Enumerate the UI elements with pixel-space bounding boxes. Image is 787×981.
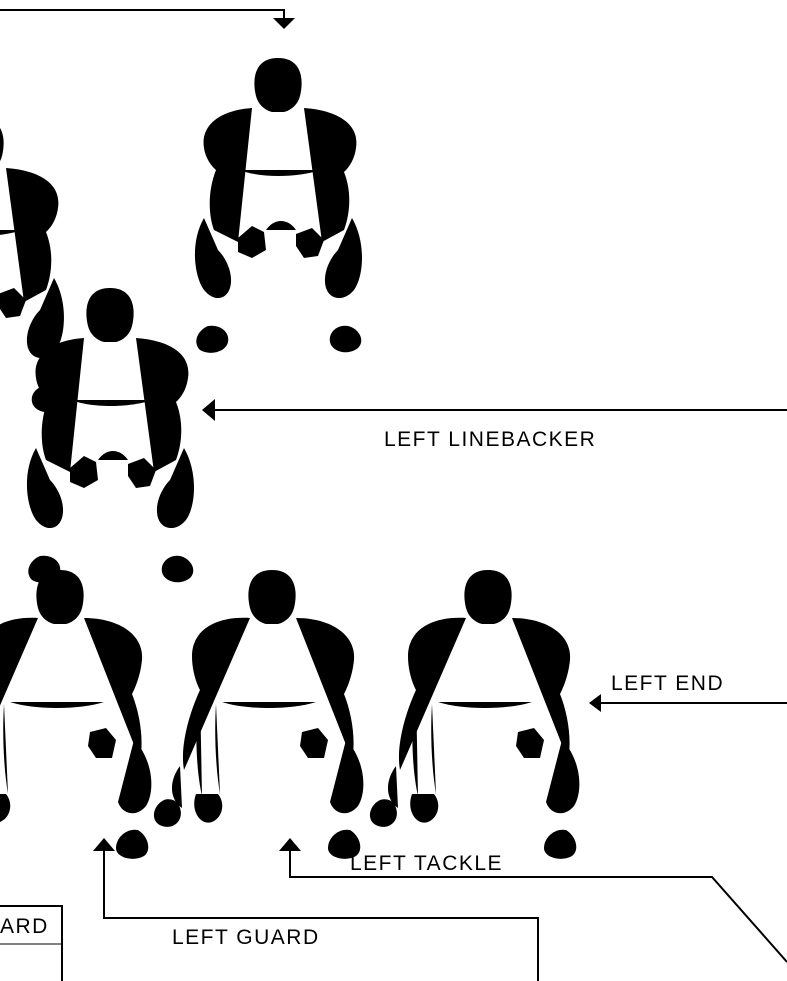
label-left-guard: LEFT GUARD [172, 926, 320, 949]
partial-label-box [0, 905, 63, 981]
tackle-arrow-head [279, 838, 301, 851]
top-arrow-head [273, 18, 295, 29]
end-arrow-head [589, 694, 601, 712]
guard-arrow-head [93, 838, 115, 851]
top-arrow-line [0, 9, 285, 20]
player-right-linebacker [194, 58, 362, 353]
player-left-tackle [153, 570, 364, 859]
label-partial-guard: ARD [0, 915, 49, 938]
guard-arrow-line [103, 850, 539, 981]
label-left-tackle: LEFT TACKLE [350, 852, 504, 875]
linebacker-arrow-head [202, 399, 215, 421]
player-left-guard [0, 570, 152, 859]
label-left-linebacker: LEFT LINEBACKER [384, 428, 597, 451]
tackle-arrow-line [289, 848, 787, 963]
player-left-end [369, 570, 580, 859]
label-left-end: LEFT END [611, 672, 725, 695]
